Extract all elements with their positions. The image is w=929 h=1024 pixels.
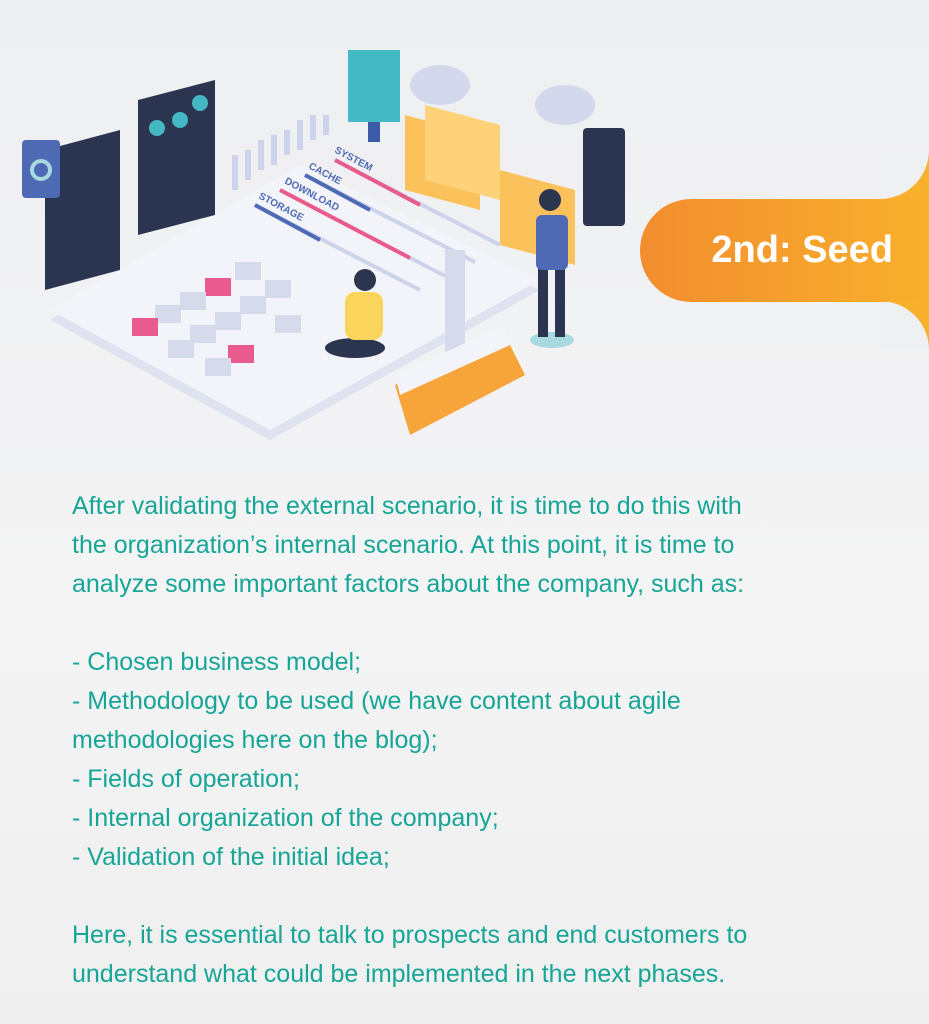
paragraph-gap [72, 877, 892, 916]
bar-chart-icon [232, 115, 329, 190]
content-body: After validating the external scenario, … [72, 487, 892, 994]
intro-line: After validating the external scenario, … [72, 492, 742, 520]
progress-lines [254, 158, 501, 292]
person-sitting-icon [325, 269, 385, 358]
cloud-icon [410, 65, 595, 125]
list-item: - Internal organization of the company; [72, 804, 499, 832]
stage-title: 2nd: Seed [711, 229, 893, 271]
paragraph-gap [72, 604, 892, 643]
outro-line: Here, it is essential to talk to prospec… [72, 921, 748, 949]
server-tower-icon [348, 50, 400, 142]
intro-line: the organization’s internal scenario. At… [72, 531, 735, 559]
list-item: - Validation of the initial idea; [72, 843, 390, 871]
list-item: - Fields of operation; [72, 765, 300, 793]
gear-icon [22, 140, 60, 198]
stage-badge: 2nd: Seed [640, 199, 929, 302]
list-item: - Methodology to be used (we have conten… [72, 687, 681, 715]
monitor-center-icon [138, 80, 215, 235]
monitor-left-icon [45, 130, 120, 290]
file-tiles [132, 262, 301, 376]
person-standing-icon [530, 189, 574, 348]
outro-line: understand what could be implemented in … [72, 960, 726, 988]
list-item: methodologies here on the blog); [72, 726, 438, 754]
list-item: - Chosen business model; [72, 648, 362, 676]
illustration-data-cleanup: SYSTEM CACHE DOWNLOAD STORAGE [22, 50, 625, 440]
broom-icon [395, 250, 525, 435]
intro-line: analyze some important factors about the… [72, 570, 745, 598]
monitor-right-icon [583, 128, 625, 226]
